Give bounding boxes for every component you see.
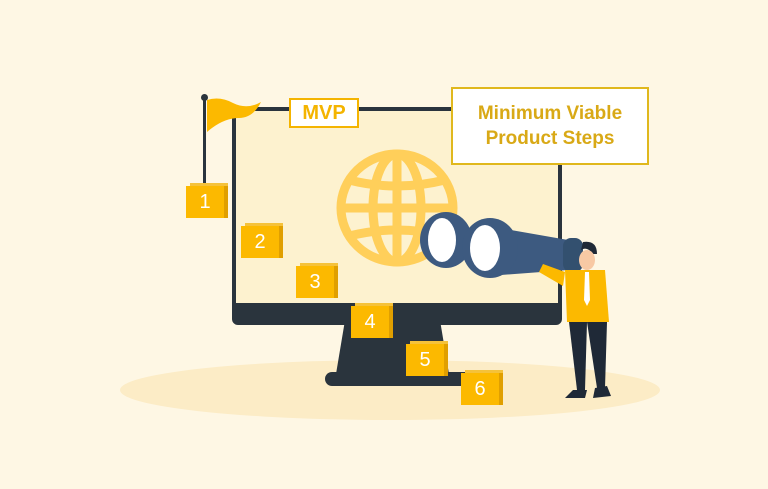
title-card: Minimum Viable Product Steps	[451, 87, 649, 165]
flag-pole	[203, 97, 206, 217]
step-box-5: 5	[406, 344, 444, 376]
title-line-2: Product Steps	[485, 128, 615, 149]
person-illustration	[539, 241, 611, 398]
binoculars-icon	[420, 212, 583, 278]
mvp-label: MVP	[289, 98, 359, 128]
monitor-base	[325, 372, 475, 386]
title-line-1: Minimum Viable	[477, 103, 623, 124]
step-box-3: 3	[296, 266, 334, 298]
step-box-2: 2	[241, 226, 279, 258]
step-box-1: 1	[186, 186, 224, 218]
step-box-6: 6	[461, 373, 499, 405]
step-box-4: 4	[351, 306, 389, 338]
flag-icon	[207, 98, 261, 132]
